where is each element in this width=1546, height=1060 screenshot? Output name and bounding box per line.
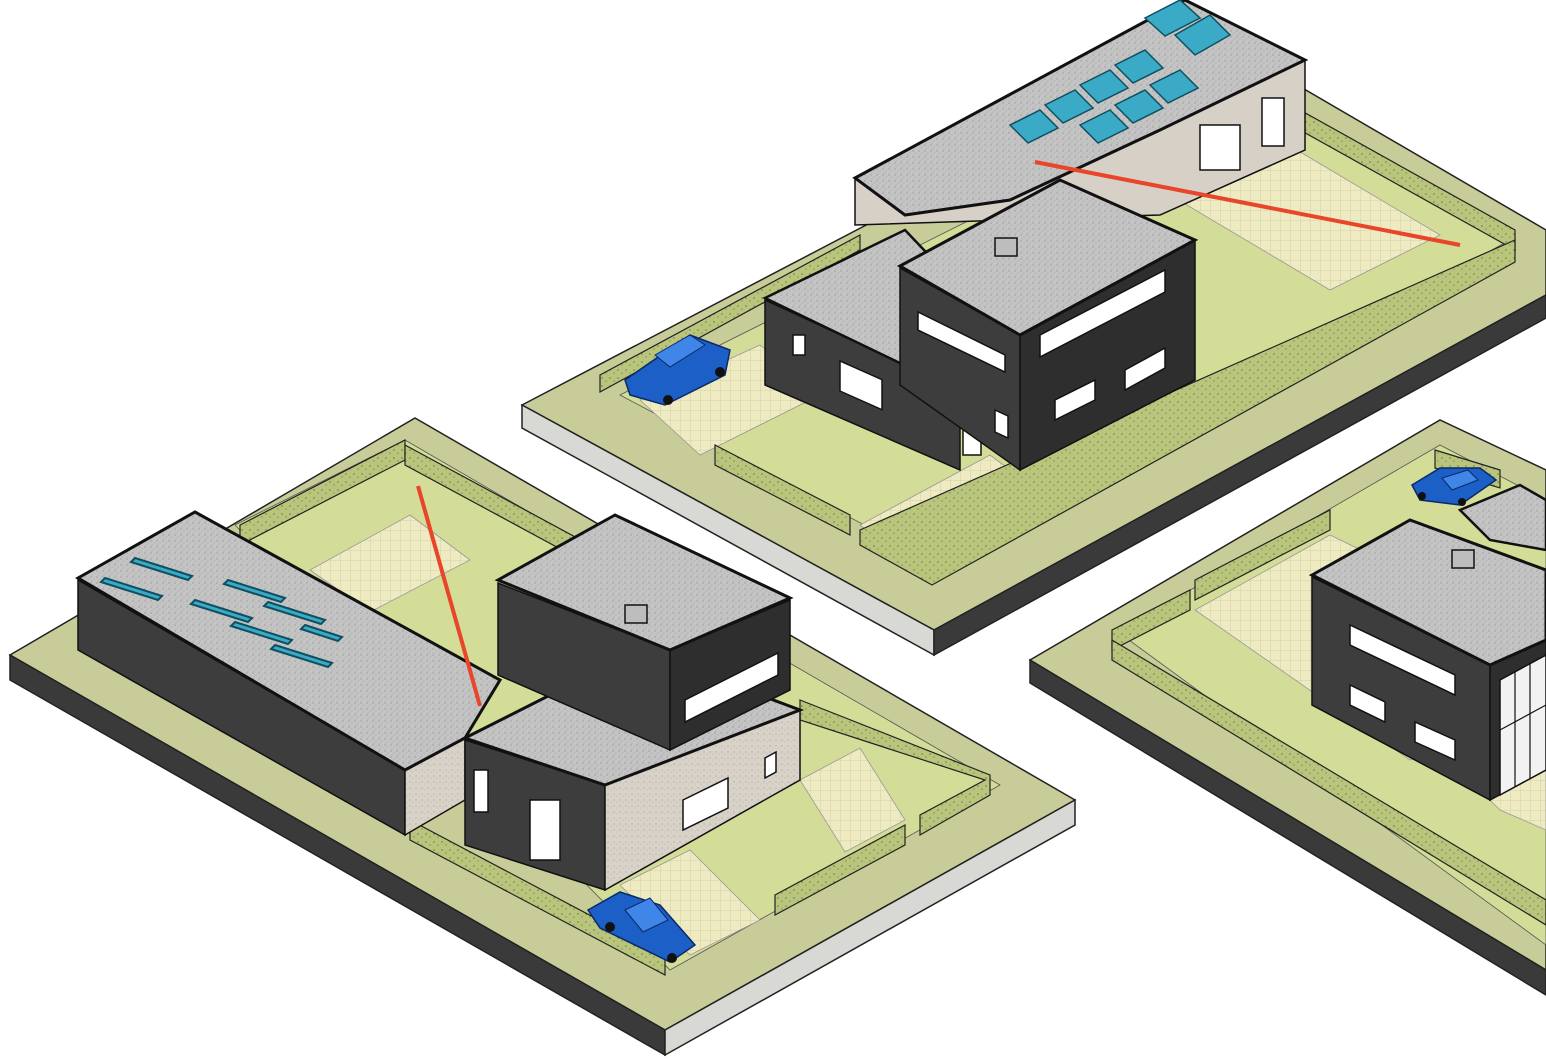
car-wheel [663,395,673,405]
house-a-low-window-1 [839,359,883,411]
house-c-glass-mullions [1499,664,1546,787]
house-b-car [586,891,697,963]
house-b-cube-roof [494,513,794,652]
house-a-cube-roof [896,178,1199,337]
house-a-plot-side-right [933,294,1546,657]
house-a-low-window-2 [792,334,806,356]
window [1124,346,1166,392]
solar-panel [1173,14,1232,56]
house-a-car [624,334,731,406]
car-wheel [1458,498,1466,506]
skylight [262,600,327,626]
house-a-solar-panels [1008,0,1232,144]
window [917,310,1006,374]
car-wheel [667,953,677,963]
solar-panel [1043,89,1095,124]
house-a-chimney [994,237,1018,257]
house-c-model [1028,419,1546,996]
skylight [189,598,254,624]
house-c-car [1411,467,1498,506]
house-b-side-window [473,769,489,813]
house-c-wing-roof [1457,483,1546,552]
house-b-hedge-front [409,819,666,976]
house-b-stone-window-2 [764,750,777,780]
house-b-chimney [624,604,648,624]
house-a-wing-window [1199,124,1241,171]
solar-panel [1078,69,1130,104]
mullion [1499,704,1546,731]
car-wheel [605,922,615,932]
window [1039,268,1166,359]
skylight [269,643,334,669]
house-a-hedge-driveway [714,444,851,536]
house-a-sightline [1034,160,1461,247]
skylight [99,576,164,602]
window [1414,720,1456,762]
house-b-hedge-right [799,699,991,837]
house-a-hedge-front [859,239,1516,586]
house-c-hedge-front [1111,638,1546,926]
car-windscreen [1441,469,1479,491]
house-b-model [8,417,1077,1057]
solar-panel [1078,109,1130,144]
window [1054,378,1096,422]
car-windscreen [654,334,706,368]
house-c-windows [1349,623,1456,762]
skylight [229,620,294,646]
solar-panel [1113,89,1165,124]
window [1349,623,1456,697]
car-wheel [715,367,725,377]
car-wheel [1418,492,1426,500]
house-b-hedge-mid [774,823,906,917]
house-c-cube-roof [1308,518,1546,667]
window [1349,683,1386,724]
house-a-wing-door [1261,97,1285,147]
house-b-rear-paving [799,747,906,853]
house-c-chimney [1451,549,1475,569]
house-a-cube-windows [917,268,1166,440]
house-c-hedge-back [1194,509,1331,601]
house-b-stone-window-1 [682,776,729,832]
solar-panel [1008,109,1060,144]
house-a-model [520,0,1546,657]
house-b-cube-window [684,651,779,724]
house-b-sightline [416,485,482,707]
car-windscreen [624,897,669,933]
solar-panel [1143,0,1202,37]
skylight [222,578,287,604]
house-c-glass-facade [1499,654,1546,797]
window [994,408,1009,440]
skylight [129,556,194,582]
house-b-skylights [99,556,344,669]
house-b-plot-side-right [664,798,1076,1057]
solar-panel [1148,69,1200,104]
solar-panel [1113,49,1165,84]
house-b-door [529,799,561,861]
house-c-plot-side-left [1029,658,1546,996]
skylight [299,623,344,643]
